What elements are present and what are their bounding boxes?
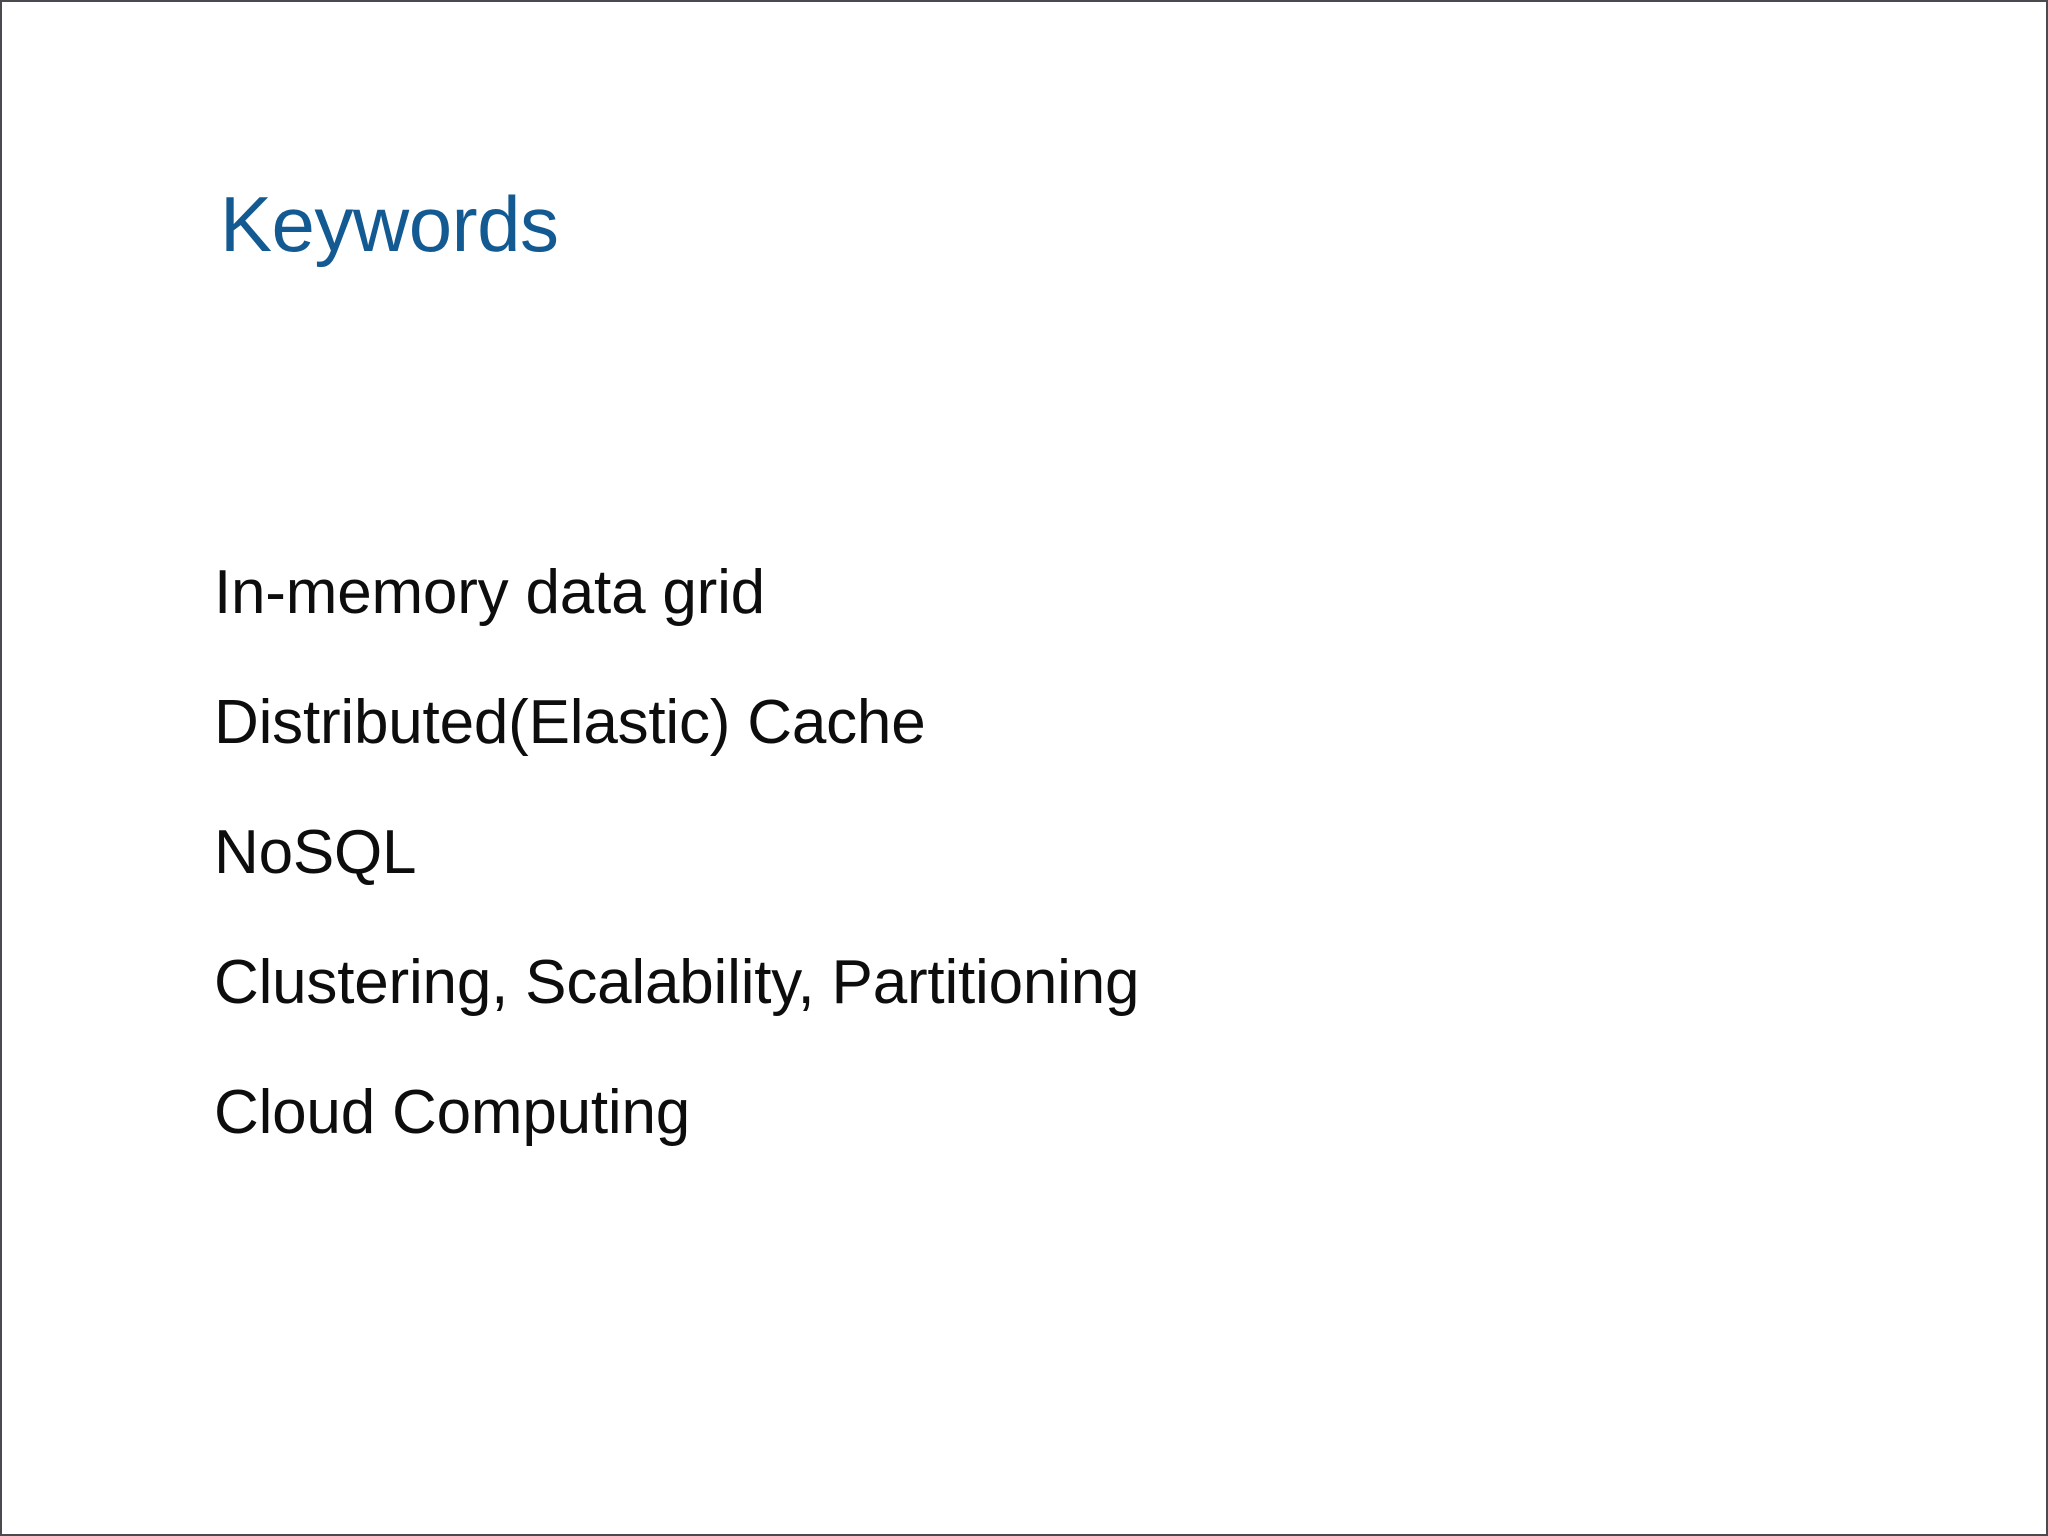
list-item: Cloud Computing [214,1078,691,1147]
keyword-list: In-memory data grid Distributed(Elastic)… [214,558,1140,1147]
list-item: NoSQL [214,818,417,887]
list-item: Clustering, Scalability, Partitioning [214,948,1140,1017]
page-title: Keywords [220,180,559,268]
list-item: Distributed(Elastic) Cache [214,688,926,757]
list-item: In-memory data grid [214,558,765,627]
